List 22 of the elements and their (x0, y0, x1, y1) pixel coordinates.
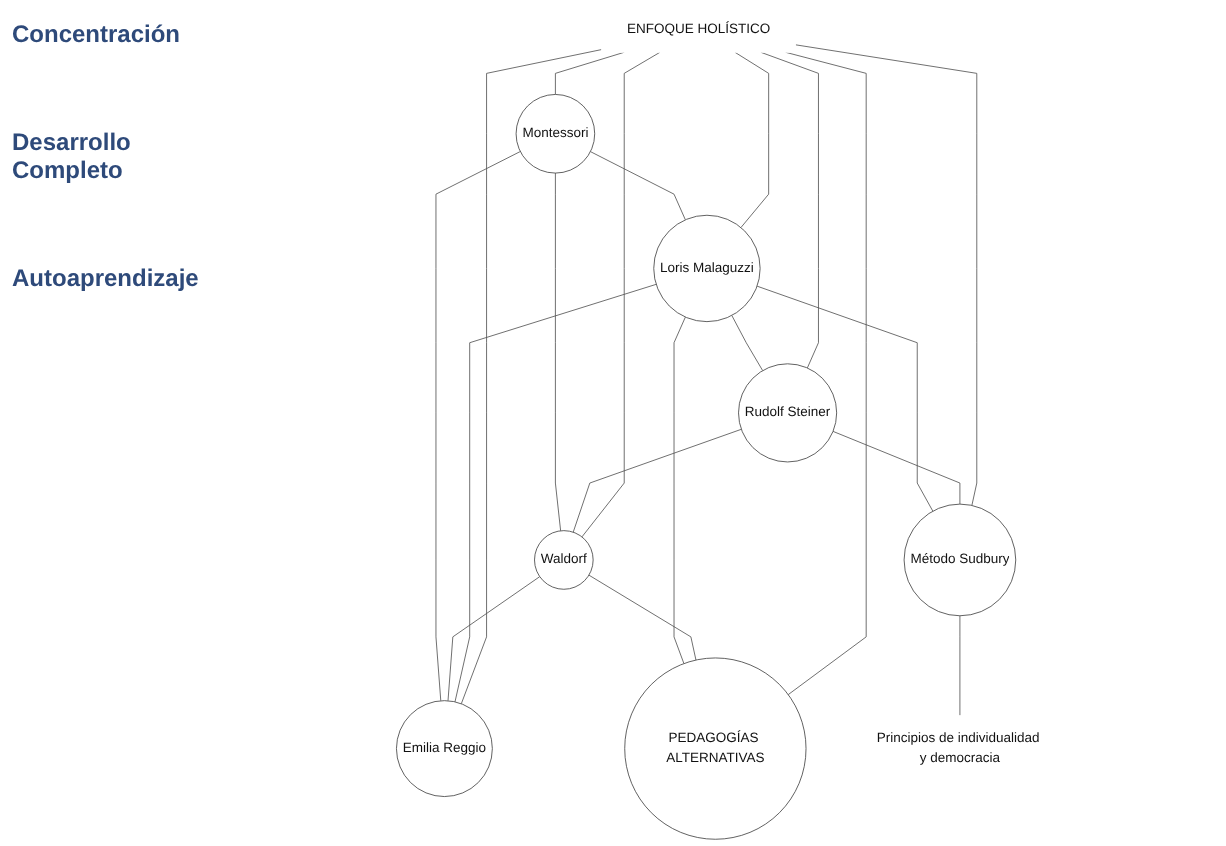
connector (460, 49, 603, 705)
connector (581, 51, 661, 538)
connector (959, 615, 961, 717)
connector (588, 574, 697, 661)
connector (760, 51, 819, 369)
connector (832, 430, 961, 505)
connector (785, 51, 867, 696)
note-text: Autoaprendizaje (12, 264, 201, 292)
note-text: Concentración (12, 20, 183, 48)
connector (673, 316, 686, 664)
connector (795, 44, 978, 506)
connector (555, 51, 625, 95)
connector (454, 283, 657, 703)
connector (447, 576, 541, 702)
connector (731, 315, 764, 372)
connector (435, 151, 521, 702)
connector (590, 151, 686, 221)
connector (734, 51, 770, 228)
connector (756, 285, 934, 512)
note-text: Desarrollo Completo (12, 128, 133, 184)
connector (572, 428, 742, 533)
connector (555, 172, 562, 532)
